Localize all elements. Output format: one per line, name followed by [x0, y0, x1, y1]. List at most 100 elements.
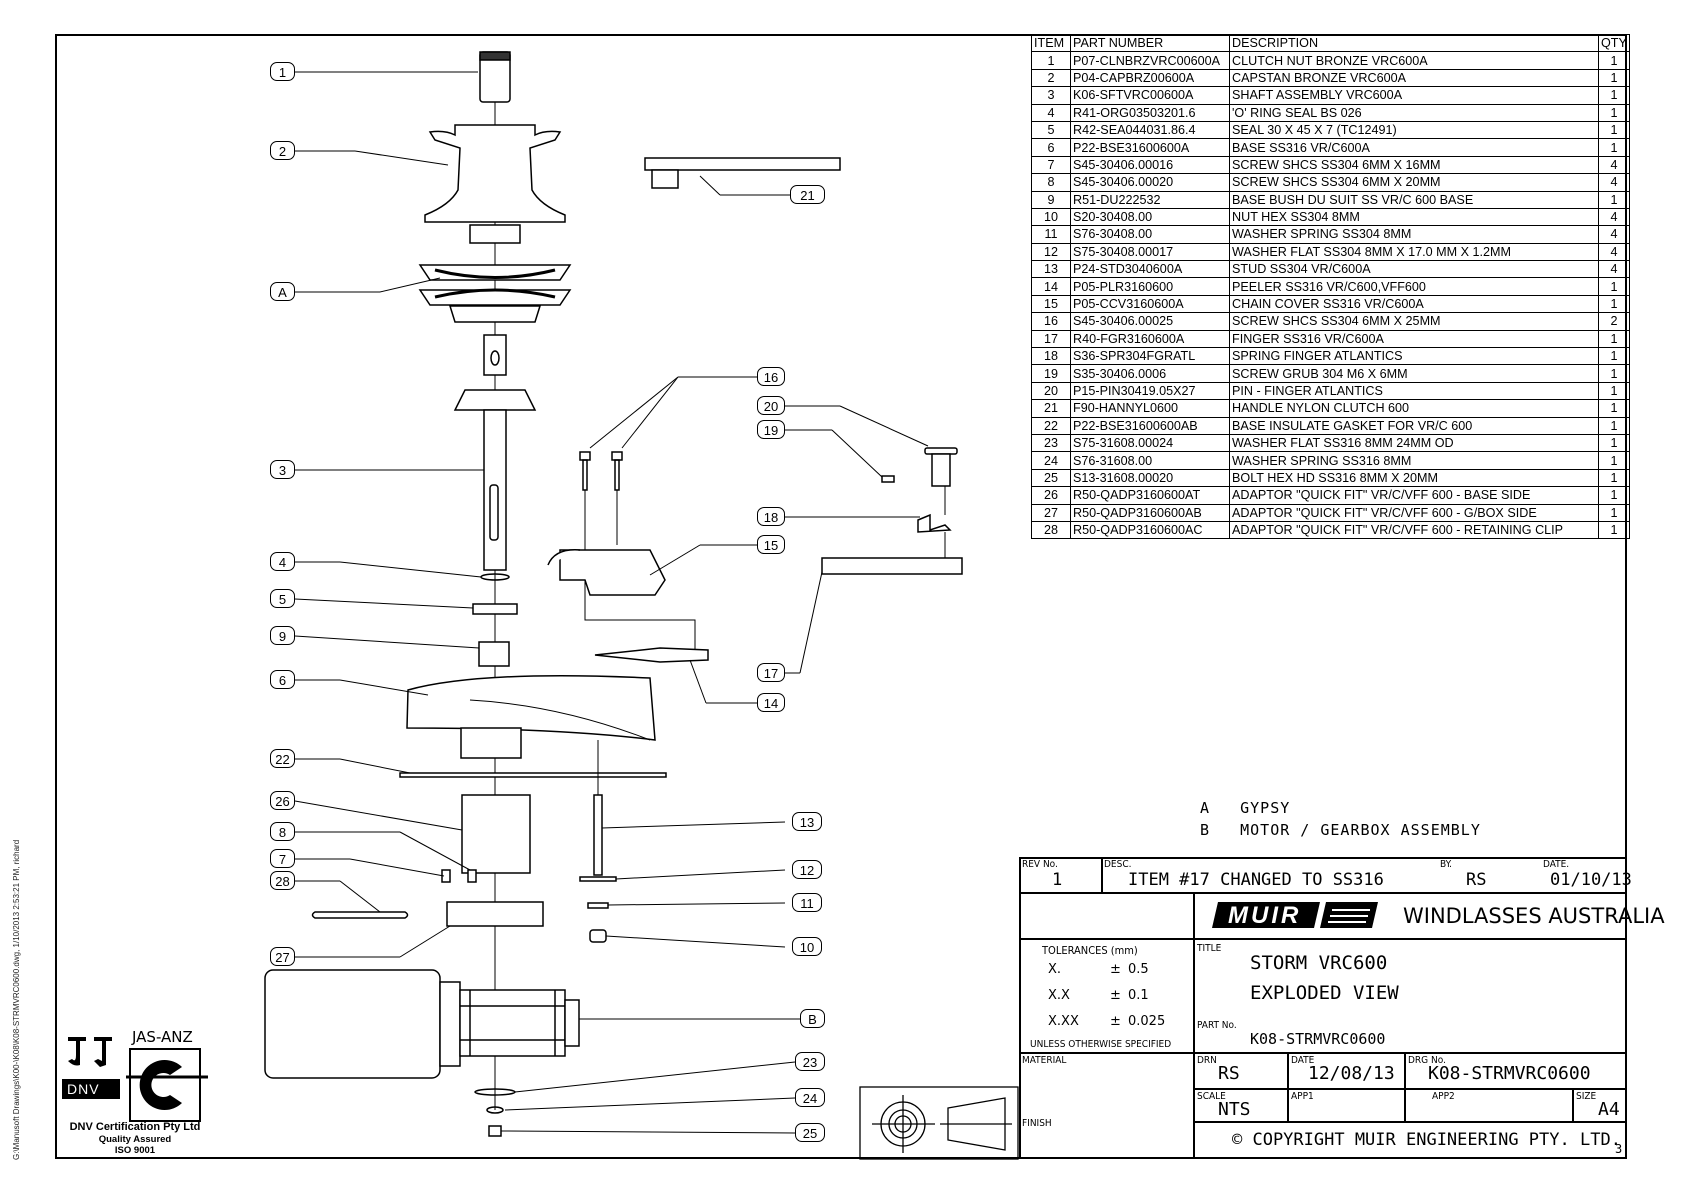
date-value: 01/10/13	[1550, 870, 1632, 890]
stud-part	[593, 794, 603, 876]
item-cell: 26	[1031, 486, 1071, 505]
shaft-part	[483, 334, 507, 376]
qty-cell: 1	[1598, 451, 1630, 470]
peeler-part	[594, 647, 709, 663]
qty-cell: 1	[1598, 138, 1630, 157]
callout-2: 2	[270, 141, 295, 160]
description-cell: NUT HEX SS304 8MM	[1229, 207, 1599, 227]
description-cell: BASE BUSH DU SUIT SS VR/C 600 BASE	[1229, 190, 1599, 209]
description-cell: ADAPTOR "QUICK FIT" VR/C/VFF 600 - RETAI…	[1229, 520, 1599, 540]
item-cell: 13	[1031, 260, 1071, 279]
dnv-line3: ISO 9001	[114, 1145, 156, 1156]
item-cell: 28	[1031, 520, 1071, 540]
callout-16: 16	[757, 367, 785, 386]
app1-label: APP1	[1291, 1091, 1314, 1102]
part-number-cell: P04-CAPBRZ00600A	[1070, 68, 1230, 88]
item-cell: 5	[1031, 120, 1071, 140]
item-cell: 27	[1031, 503, 1071, 522]
rev-value: 1	[1052, 870, 1063, 890]
certification-logo: JAS-ANZ DNV DNV Certification Pty Ltd Qu…	[60, 1025, 220, 1156]
spring-part	[917, 513, 952, 533]
part-number-cell: P22-BSE31600600AB	[1070, 416, 1230, 435]
logo-text: MUIR	[1228, 902, 1301, 929]
description-cell: PIN - FINGER ATLANTICS	[1229, 381, 1599, 401]
part-number-cell: S45-30406.00020	[1070, 173, 1230, 192]
part-number-cell: S75-31608.00024	[1070, 433, 1230, 453]
gypsy-part	[418, 264, 572, 281]
size-value: A4	[1598, 1099, 1620, 1120]
legend-b: B MOTOR / GEARBOX ASSEMBLY	[1200, 821, 1481, 839]
item-cell: 17	[1031, 329, 1071, 349]
callout-9: 9	[270, 626, 295, 645]
drawing-frame	[55, 34, 1627, 1159]
qty-cell: 1	[1598, 294, 1630, 314]
finish-label: FINISH	[1022, 1118, 1052, 1129]
description-cell: PEELER SS316 VR/C600,VFF600	[1229, 277, 1599, 296]
description-cell: BASE SS316 VR/C600A	[1229, 138, 1599, 157]
qty-cell: 1	[1598, 277, 1630, 296]
description-cell: BASE INSULATE GASKET FOR VR/C 600	[1229, 416, 1599, 435]
item-cell: 16	[1031, 312, 1071, 331]
qty-cell: 1	[1598, 416, 1630, 435]
dnv-line1: DNV Certification Pty Ltd	[69, 1121, 201, 1133]
partno-label: PART No.	[1197, 1020, 1237, 1031]
clutch-handle-part	[644, 157, 841, 171]
legend-key-b: B	[1200, 821, 1211, 839]
qty-cell: 1	[1598, 381, 1630, 401]
description-cell: SHAFT ASSEMBLY VRC600A	[1229, 86, 1599, 105]
callout-15: 15	[757, 535, 785, 554]
chain-cover-part	[559, 549, 666, 596]
part-number-cell: S76-30408.00	[1070, 225, 1230, 244]
size-label: SIZE	[1576, 1091, 1597, 1102]
item-cell: 3	[1031, 86, 1071, 105]
callout-25: 25	[795, 1123, 825, 1142]
material-label: MATERIAL	[1022, 1055, 1067, 1066]
part-number-cell: S45-30406.00025	[1070, 312, 1230, 331]
callout-8: 8	[270, 822, 295, 841]
unless-specified: UNLESS OTHERWISE SPECIFIED	[1030, 1039, 1172, 1050]
callout-28: 28	[270, 871, 295, 890]
part-number-cell: S20-30408.00	[1070, 207, 1230, 227]
part-number-cell: S35-30406.0006	[1070, 364, 1230, 383]
part-number-cell: P05-PLR3160600	[1070, 277, 1230, 296]
gearbox-part	[459, 989, 566, 1057]
callout-14: 14	[757, 693, 785, 712]
item-cell: 7	[1031, 155, 1071, 175]
qty-cell: 4	[1598, 155, 1630, 175]
legend-text-b: MOTOR / GEARBOX ASSEMBLY	[1240, 821, 1481, 839]
description-cell: SCREW SHCS SS304 6MM X 25MM	[1229, 312, 1599, 331]
item-cell: 20	[1031, 381, 1071, 401]
callout-a: A	[270, 282, 295, 301]
part-number-cell: P05-CCV3160600A	[1070, 294, 1230, 314]
description-cell: ADAPTOR "QUICK FIT" VR/C/VFF 600 - BASE …	[1229, 486, 1599, 505]
legend-text-a: GYPSY	[1240, 799, 1291, 817]
sheet-number: 3	[1615, 1142, 1623, 1156]
qty-cell: 1	[1598, 520, 1630, 540]
drgno-label: DRG No.	[1408, 1055, 1446, 1066]
description-cell: BOLT HEX HD SS316 8MM X 20MM	[1229, 468, 1599, 488]
callout-22: 22	[270, 749, 295, 768]
qty-cell: 1	[1598, 503, 1630, 522]
item-cell: 15	[1031, 294, 1071, 314]
item-cell: 14	[1031, 277, 1071, 296]
motor-part	[264, 969, 441, 1079]
callout-18: 18	[757, 507, 785, 526]
item-cell: 22	[1031, 416, 1071, 435]
description-cell: SCREW GRUB 304 M6 X 6MM	[1229, 364, 1599, 383]
description-cell: STUD SS304 VR/C600A	[1229, 260, 1599, 279]
part-number-cell: K06-SFTVRC00600A	[1070, 86, 1230, 105]
item-cell: 2	[1031, 68, 1071, 88]
adaptor-gbox-side	[446, 901, 544, 927]
description-cell: WASHER FLAT SS316 8MM 24MM OD	[1229, 433, 1599, 453]
